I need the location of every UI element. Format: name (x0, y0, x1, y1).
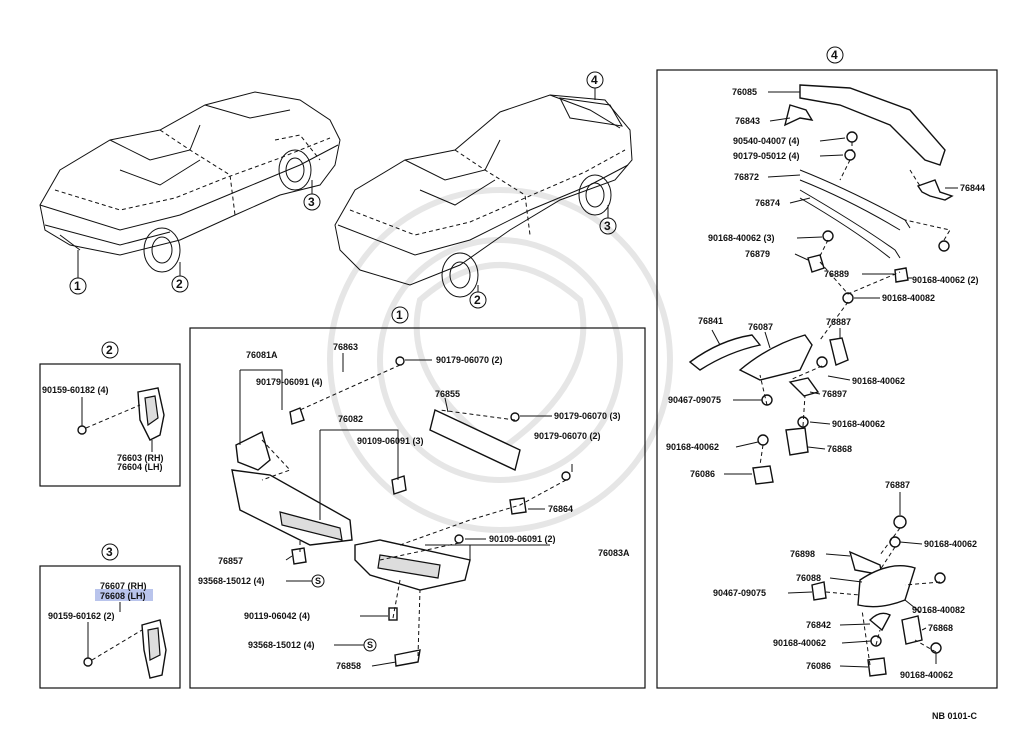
label-90168-40062-3: 90168-40062 (3) (708, 233, 775, 243)
label-76604-lh: 76604 (LH) (117, 462, 163, 472)
label-76855: 76855 (435, 389, 460, 399)
label-76088: 76088 (796, 573, 821, 583)
callout-1-sedan: 1 (74, 279, 81, 293)
label-76872: 76872 (734, 172, 759, 182)
label-90168-40062-d: 90168-40062 (924, 539, 977, 549)
label-90168-40062-f: 90168-40062 (900, 670, 953, 680)
label-76087: 76087 (748, 322, 773, 332)
label-90179-06070-3: 90179-06070 (3) (554, 411, 621, 421)
label-90168-40062-c: 90168-40062 (666, 442, 719, 452)
watermark-seal (327, 187, 673, 533)
label-76868-b: 76868 (928, 623, 953, 633)
label-90159-60162-2: 90159-60162 (2) (48, 611, 115, 621)
label-90179-05012-4: 90179-05012 (4) (733, 151, 800, 161)
hatchback-car-illustration (334, 94, 633, 298)
box-1-frame (189, 327, 646, 689)
label-90540-04007-4: 90540-04007 (4) (733, 136, 800, 146)
label-76897: 76897 (822, 389, 847, 399)
label-76607-rh: 76607 (RH) (100, 581, 147, 591)
diagram-reference-code: NB 0101-C (932, 711, 978, 721)
label-90179-06070-2b: 90179-06070 (2) (534, 431, 601, 441)
label-76879: 76879 (745, 249, 770, 259)
label-76889: 76889 (824, 269, 849, 279)
label-76844: 76844 (960, 183, 985, 193)
label-76086-a: 76086 (690, 469, 715, 479)
label-76842: 76842 (806, 620, 831, 630)
label-76083A: 76083A (598, 548, 630, 558)
sedan-car-illustration (39, 91, 341, 273)
label-90168-40062-b: 90168-40062 (832, 419, 885, 429)
box-1-title: 1 (396, 308, 403, 322)
front-spoiler-parts (231, 356, 571, 667)
label-90168-40082-a: 90168-40082 (882, 293, 935, 303)
label-90179-06091-4: 90179-06091 (4) (256, 377, 323, 387)
label-90179-06070-2a: 90179-06070 (2) (436, 355, 503, 365)
screw-mark-a: S (315, 576, 321, 586)
label-90109-06091-3: 90109-06091 (3) (357, 436, 424, 446)
box-3-frame (39, 565, 181, 689)
label-76843: 76843 (735, 116, 760, 126)
label-90168-40062-2: 90168-40062 (2) (912, 275, 979, 285)
label-76887-a: 76887 (826, 317, 851, 327)
box-2-frame (39, 363, 181, 487)
label-90119-06042-4: 90119-06042 (4) (244, 611, 310, 621)
box-3-title: 3 (106, 545, 113, 559)
label-76863: 76863 (333, 342, 358, 352)
label-90168-40062-a: 90168-40062 (852, 376, 905, 386)
label-76085: 76085 (732, 87, 757, 97)
label-76887-b: 76887 (885, 480, 910, 490)
label-76608-lh: 76608 (LH) (100, 591, 146, 601)
highlight-76608 (95, 589, 153, 601)
rear-spoiler-parts (688, 84, 954, 677)
label-90109-06091-2: 90109-06091 (2) (489, 534, 556, 544)
box-2-title: 2 (106, 343, 113, 357)
callout-3-sedan: 3 (308, 195, 315, 209)
label-90168-40062-e: 90168-40062 (773, 638, 826, 648)
callout-2-sedan: 2 (176, 277, 183, 291)
box-4-title: 4 (831, 48, 838, 62)
callout-2-hatchback: 2 (474, 293, 481, 307)
label-76841: 76841 (698, 316, 723, 326)
label-76874: 76874 (755, 198, 780, 208)
label-76082: 76082 (338, 414, 363, 424)
label-76868-a: 76868 (827, 444, 852, 454)
label-90159-60182-4: 90159-60182 (4) (42, 385, 109, 395)
label-76603-rh: 76603 (RH) (117, 453, 164, 463)
label-93568-15012-4a: 93568-15012 (4) (198, 576, 265, 586)
label-76857: 76857 (218, 556, 243, 566)
label-76864: 76864 (548, 504, 573, 514)
label-76858: 76858 (336, 661, 361, 671)
callout-4-hatchback: 4 (591, 73, 598, 87)
screw-mark-b: S (367, 640, 373, 650)
box-4-frame (656, 69, 998, 689)
callout-3-hatchback: 3 (604, 219, 611, 233)
label-90467-09075-a: 90467-09075 (668, 395, 721, 405)
label-76081A: 76081A (246, 350, 278, 360)
label-76086-b: 76086 (806, 661, 831, 671)
label-76898: 76898 (790, 549, 815, 559)
label-93568-15012-4b: 93568-15012 (4) (248, 640, 315, 650)
label-90168-40082-b: 90168-40082 (912, 605, 965, 615)
label-90467-09075-b: 90467-09075 (713, 588, 766, 598)
